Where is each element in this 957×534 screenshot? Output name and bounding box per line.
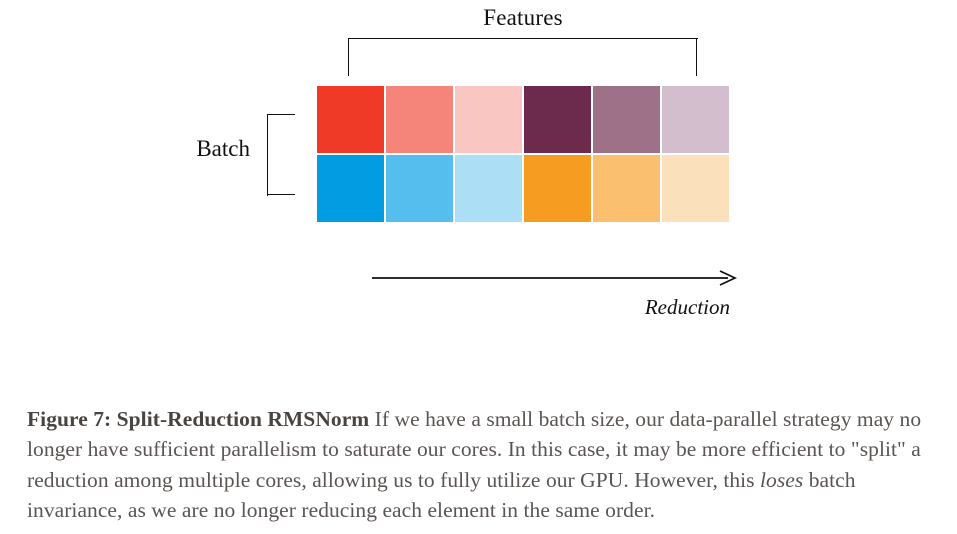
features-bracket-top-line <box>348 38 698 39</box>
features-axis-label: Features <box>483 5 563 30</box>
features-bracket-right-tick <box>696 38 698 76</box>
matrix-cell-r1-c4 <box>593 155 660 222</box>
caption-text-first: If we have a small batch size, our data-… <box>27 406 922 492</box>
matrix-cell-r0-c3 <box>524 86 591 153</box>
matrix-cell-r1-c2 <box>455 155 522 222</box>
matrix-cell-r1-c0 <box>317 155 384 222</box>
matrix-cell-r1-c1 <box>386 155 453 222</box>
matrix-cell-r1-c5 <box>662 155 729 222</box>
matrix-cell-r0-c1 <box>386 86 453 153</box>
matrix-grid <box>317 86 729 223</box>
caption-emphasis: loses <box>760 467 804 492</box>
matrix-row <box>317 86 729 153</box>
matrix-cell-r1-c3 <box>524 155 591 222</box>
batch-bracket <box>267 114 295 196</box>
matrix-cell-r0-c2 <box>455 86 522 153</box>
figure-diagram: Features Batch Reduction <box>196 5 737 319</box>
caption-figure-label: Figure 7: Split-Reduction RMSNorm <box>27 406 370 431</box>
caption-text-second: batch invariance, as we are no longer re… <box>27 467 856 523</box>
figure-caption: Figure 7: Split-Reduction RMSNorm If we … <box>27 404 937 526</box>
features-bracket-left-tick <box>348 38 349 76</box>
batch-bracket-top-tick <box>267 114 295 115</box>
matrix-cell-r0-c4 <box>593 86 660 153</box>
matrix-cell-r0-c0 <box>317 86 384 153</box>
batch-bracket-bottom-tick <box>267 194 295 196</box>
matrix-cell-r0-c5 <box>662 86 729 153</box>
matrix-row <box>317 155 729 222</box>
batch-bracket-vertical-line <box>267 114 268 196</box>
features-bracket <box>348 38 698 76</box>
batch-axis-label: Batch <box>196 136 250 161</box>
reduction-label: Reduction <box>644 295 730 319</box>
reduction-arrow-icon <box>372 270 737 286</box>
